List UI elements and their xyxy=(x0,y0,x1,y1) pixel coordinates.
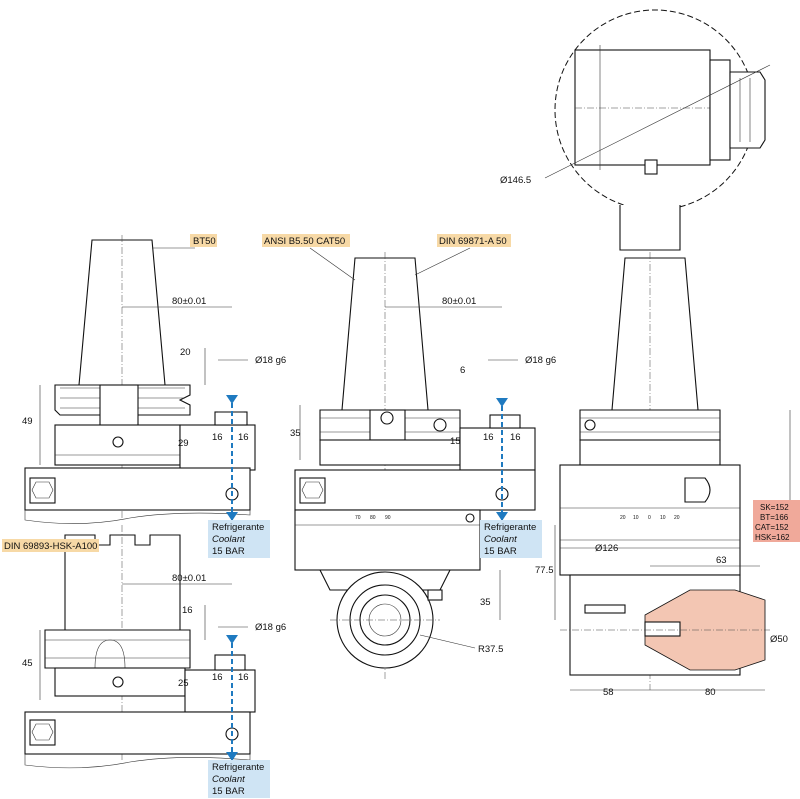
flange-side xyxy=(579,409,721,441)
scale-b4: 10 xyxy=(660,515,666,521)
dim-16-b1: 16 xyxy=(483,432,494,443)
dim-58: 58 xyxy=(603,687,614,698)
dim-80-a: 80±0.01 xyxy=(172,296,206,307)
dim-d18-a: Ø18 g6 xyxy=(255,355,286,366)
dim-6: 6 xyxy=(460,365,465,376)
length-sk: SK=152 xyxy=(760,503,789,512)
scale-b1: 20 xyxy=(620,515,626,521)
dim-63: 63 xyxy=(716,555,727,566)
tag-ansi: ANSI B5.50 CAT50 xyxy=(264,236,345,247)
detail-housing xyxy=(574,49,711,166)
scale-a2: 80 xyxy=(370,515,376,521)
coolant-box-b xyxy=(480,520,542,558)
dim-35-a: 35 xyxy=(290,428,301,439)
dim-49: 49 xyxy=(22,416,33,427)
coolant-b-l3: 15 BAR xyxy=(484,546,517,557)
lower-body-cat50 xyxy=(294,509,481,571)
detail-view: Ø146.5 xyxy=(500,9,771,251)
coolant-b-l2: Coolant xyxy=(484,534,517,545)
dim-d18-b: Ø18 g6 xyxy=(525,355,556,366)
dim-15: 15 xyxy=(450,436,461,447)
coolant-block-hsk xyxy=(184,669,256,713)
view-cat50: 70 80 90 80±0.01 ANSI B5.50 CAT50 DIN 69… xyxy=(262,234,556,680)
coolant-c-l3: 15 BAR xyxy=(212,786,245,797)
dim-80: 80 xyxy=(705,687,716,698)
dim-25: 25 xyxy=(178,678,189,689)
scale-a3: 90 xyxy=(385,515,391,521)
dim-35-b: 35 xyxy=(480,597,491,608)
taper-side xyxy=(611,257,699,411)
detail-nut xyxy=(729,71,766,149)
view-hsk: DIN 69893-HSK-A100 80±0.01 Ø18 g6 16 45 … xyxy=(2,525,286,798)
body-cat50 xyxy=(294,469,536,511)
body-hsk xyxy=(24,711,251,755)
coolant-a-l3: 15 BAR xyxy=(212,546,245,557)
dim-16-c: 16 xyxy=(182,605,193,616)
tag-box-bt50 xyxy=(190,234,217,247)
flange-hsk xyxy=(44,629,191,669)
scale-a1: 70 xyxy=(355,515,361,521)
dim-45: 45 xyxy=(22,658,33,669)
dim-16-b2: 16 xyxy=(510,432,521,443)
scale-b2: 10 xyxy=(633,515,639,521)
coolant-c-l2: Coolant xyxy=(212,774,245,785)
dim-16-c2: 16 xyxy=(238,672,249,683)
tag-box-ansi xyxy=(262,234,350,247)
lengths-box xyxy=(753,500,800,542)
tag-din69893: DIN 69893-HSK-A100 xyxy=(4,541,97,552)
dim-80-b: 80±0.01 xyxy=(442,296,476,307)
dim-80-c: 80±0.01 xyxy=(172,573,206,584)
tag-din69871: DIN 69871-A 50 xyxy=(439,236,507,247)
dim-77-5: 77.5 xyxy=(535,565,554,576)
dim-16-c1: 16 xyxy=(212,672,223,683)
detail-nipple xyxy=(644,159,658,175)
dim-16-a1: 16 xyxy=(212,432,223,443)
coolant-c-l1: Refrigerante xyxy=(212,762,264,773)
body-side xyxy=(559,464,741,576)
length-bt: BT=166 xyxy=(760,513,789,522)
dim-d50: Ø50 xyxy=(770,634,788,645)
scale-b3: 0 xyxy=(648,515,651,521)
tag-box-din69871 xyxy=(437,234,511,247)
dim-d18-c: Ø18 g6 xyxy=(255,622,286,633)
view-bt50: 80±0.01 BT50 Ø18 g6 20 49 29 16 16 Refri… xyxy=(22,234,286,558)
coolant-a-l2: Coolant xyxy=(212,534,245,545)
dim-r37-5: R37.5 xyxy=(478,644,503,655)
detail-shank xyxy=(619,205,681,251)
dim-20-a: 20 xyxy=(180,347,191,358)
coolant-b-l1: Refrigerante xyxy=(484,522,536,533)
scale-b5: 20 xyxy=(674,515,680,521)
dim-d126: Ø126 xyxy=(595,543,618,554)
dim-16-a2: 16 xyxy=(238,432,249,443)
dim-29: 29 xyxy=(178,438,189,449)
view-side-section: 20 10 0 10 20 Ø126 63 Ø50 58 80 SK=152 B… xyxy=(559,252,800,698)
coolant-box-a xyxy=(208,520,270,558)
dim-d146: Ø146.5 xyxy=(500,175,531,186)
coolant-box-c xyxy=(208,760,270,798)
coolant-block-cat50 xyxy=(459,427,536,471)
length-hsk: HSK=162 xyxy=(755,533,790,542)
coolant-a-l1: Refrigerante xyxy=(212,522,264,533)
tag-box-din69893 xyxy=(2,539,99,552)
length-cat: CAT=152 xyxy=(755,523,789,532)
tag-bt50: BT50 xyxy=(193,236,216,247)
detail-leader xyxy=(544,64,771,179)
body-bt50 xyxy=(24,467,251,511)
